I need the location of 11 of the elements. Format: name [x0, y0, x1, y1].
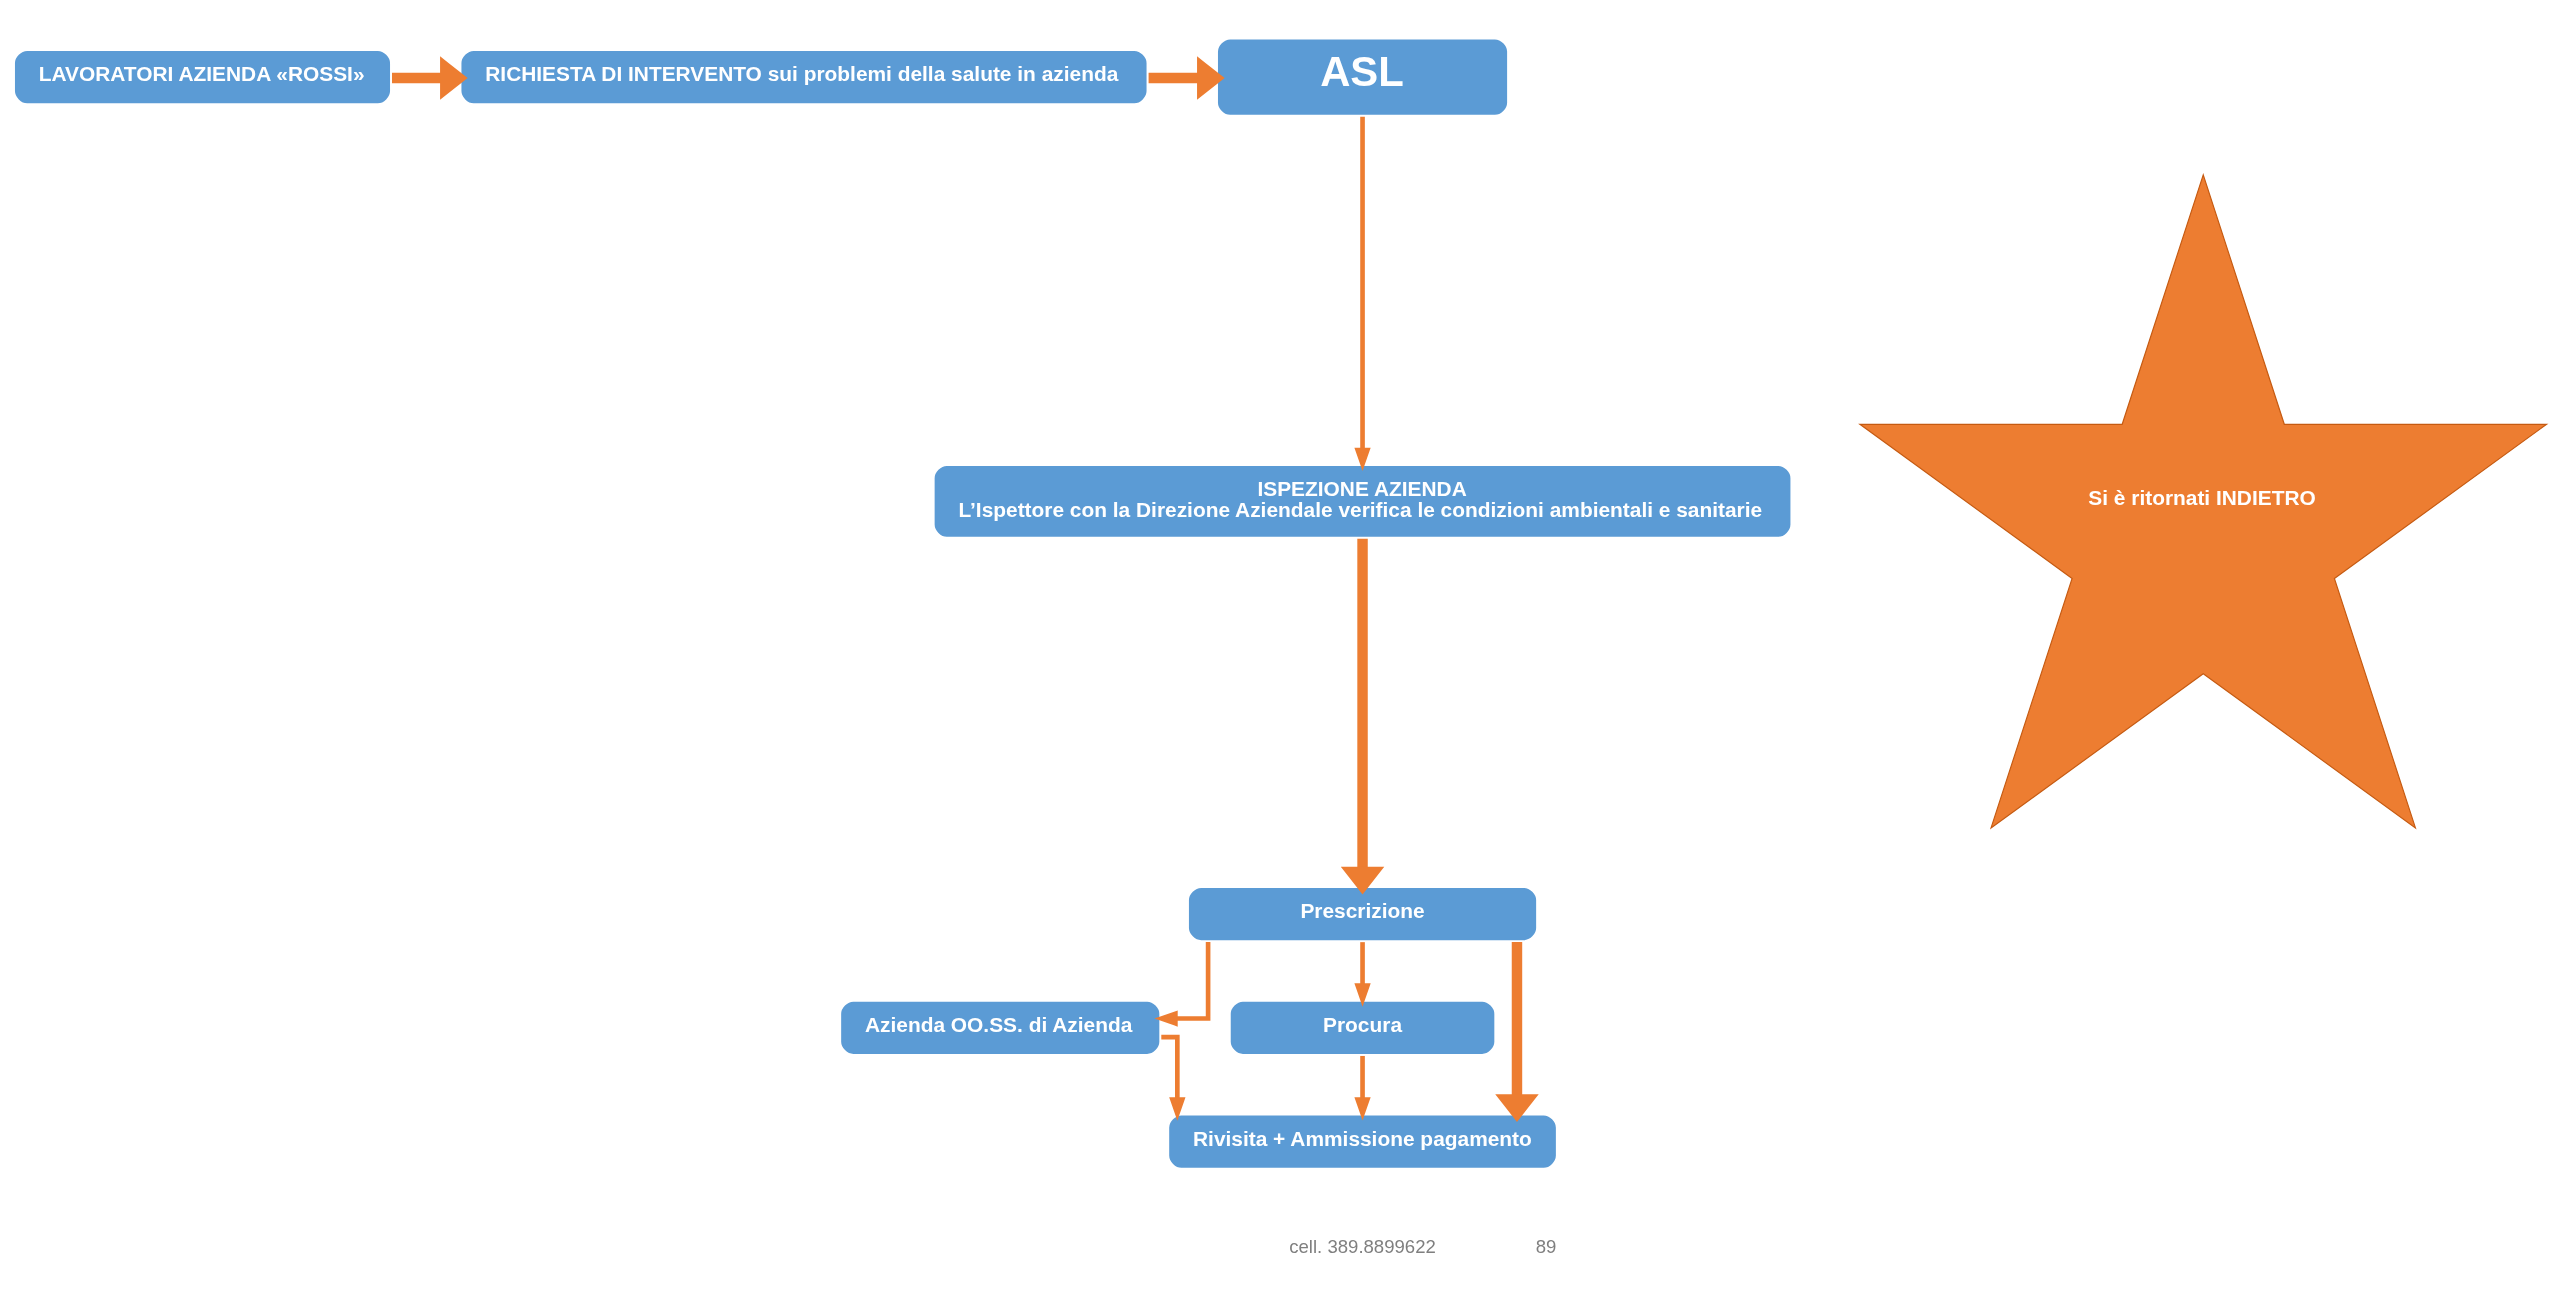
arrow — [1354, 942, 1371, 1007]
label: 89 — [1535, 1235, 1557, 1257]
arrow — [1354, 1055, 1371, 1121]
arrow — [392, 56, 468, 100]
arrow — [1495, 941, 1539, 1122]
arrow — [1148, 56, 1225, 100]
arrow — [1161, 1034, 1186, 1121]
arrow — [1354, 116, 1371, 471]
arrow — [1154, 942, 1211, 1027]
label: cell. 389.8899622 — [1289, 1235, 1436, 1257]
arrow — [1340, 538, 1385, 895]
